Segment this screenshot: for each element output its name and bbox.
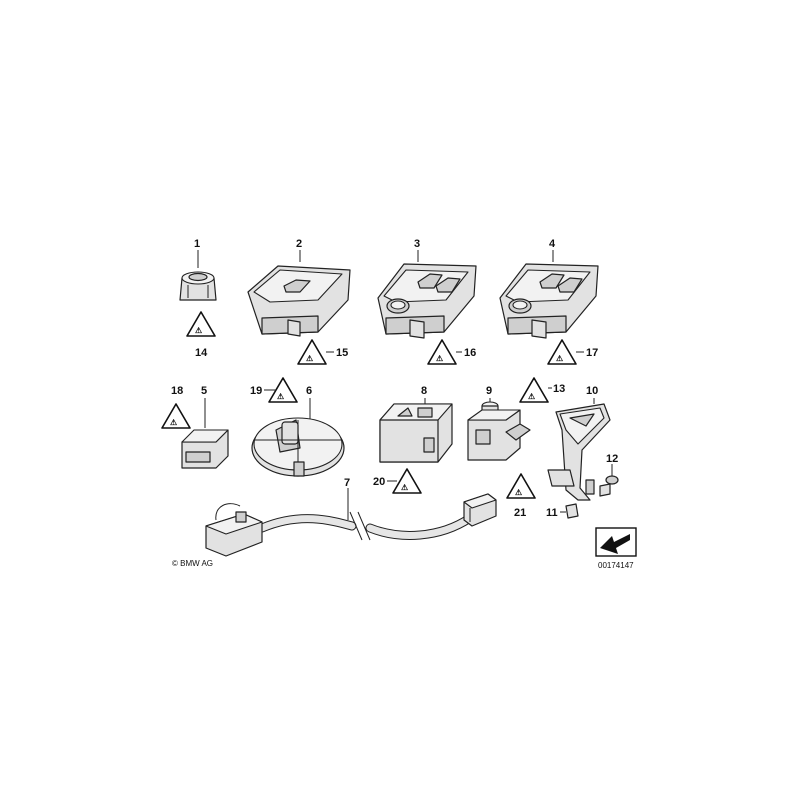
part-10-bracket: [547, 398, 611, 501]
part-number-14: 14: [195, 347, 208, 359]
part-2-switch-panel: [247, 250, 351, 337]
warning-triangle-13: ⚠: [519, 377, 549, 403]
part-4-switch-panel: [499, 250, 599, 339]
part-number-10: 10: [586, 385, 598, 397]
part-number-19: 19: [250, 385, 262, 397]
warning-triangle-18: ⚠: [161, 403, 191, 429]
warning-symbol-icon: ⚠: [170, 418, 177, 427]
part-7-cable-assembly: [205, 488, 497, 557]
warning-symbol-icon: ⚠: [277, 392, 284, 401]
warning-symbol-icon: ⚠: [515, 488, 522, 497]
part-number-11: 11: [546, 507, 558, 519]
warning-symbol-icon: ⚠: [306, 354, 313, 363]
reference-arrow-box: [595, 527, 637, 557]
part-9-push-switch: [467, 398, 531, 461]
part-1-round-switch: [179, 250, 217, 301]
part-number-9: 9: [486, 385, 492, 397]
warning-symbol-icon: ⚠: [401, 483, 408, 492]
part-number-21: 21: [514, 507, 526, 519]
part-number-1: 1: [194, 238, 200, 250]
warning-triangle-15: ⚠: [297, 339, 327, 365]
warning-triangle-16: ⚠: [427, 339, 457, 365]
part-11-clip: [560, 503, 579, 519]
part-number-16: 16: [464, 347, 476, 359]
warning-symbol-icon: ⚠: [528, 392, 535, 401]
warning-symbol-icon: ⚠: [556, 354, 563, 363]
copyright-text: © BMW AG: [172, 559, 213, 568]
part-number-4: 4: [549, 238, 556, 250]
part-8-rect-switch: [379, 398, 453, 463]
part-5-switch-block: [181, 398, 229, 469]
part-12-screw: [599, 464, 619, 497]
part-number-6: 6: [306, 385, 312, 397]
part-number-17: 17: [586, 347, 598, 359]
warning-triangle-14: ⚠: [186, 311, 216, 337]
part-number-15: 15: [336, 347, 348, 359]
warning-triangle-21: ⚠: [506, 473, 536, 499]
part-3-switch-panel: [377, 250, 477, 339]
part-6-disc-switch: [251, 398, 345, 477]
part-number-13: 13: [553, 383, 565, 395]
warning-triangle-17: ⚠: [547, 339, 577, 365]
part-number-8: 8: [421, 385, 427, 397]
part-number-5: 5: [201, 385, 207, 397]
warning-symbol-icon: ⚠: [195, 326, 202, 335]
part-number-20: 20: [373, 476, 385, 488]
part-number-3: 3: [414, 238, 420, 250]
part-number-2: 2: [296, 238, 302, 250]
warning-triangle-20: ⚠: [392, 468, 422, 494]
warning-symbol-icon: ⚠: [436, 354, 443, 363]
part-number-18: 18: [171, 385, 183, 397]
part-number-7: 7: [344, 477, 350, 489]
image-number: 00174147: [598, 561, 634, 570]
part-number-12: 12: [606, 453, 618, 465]
